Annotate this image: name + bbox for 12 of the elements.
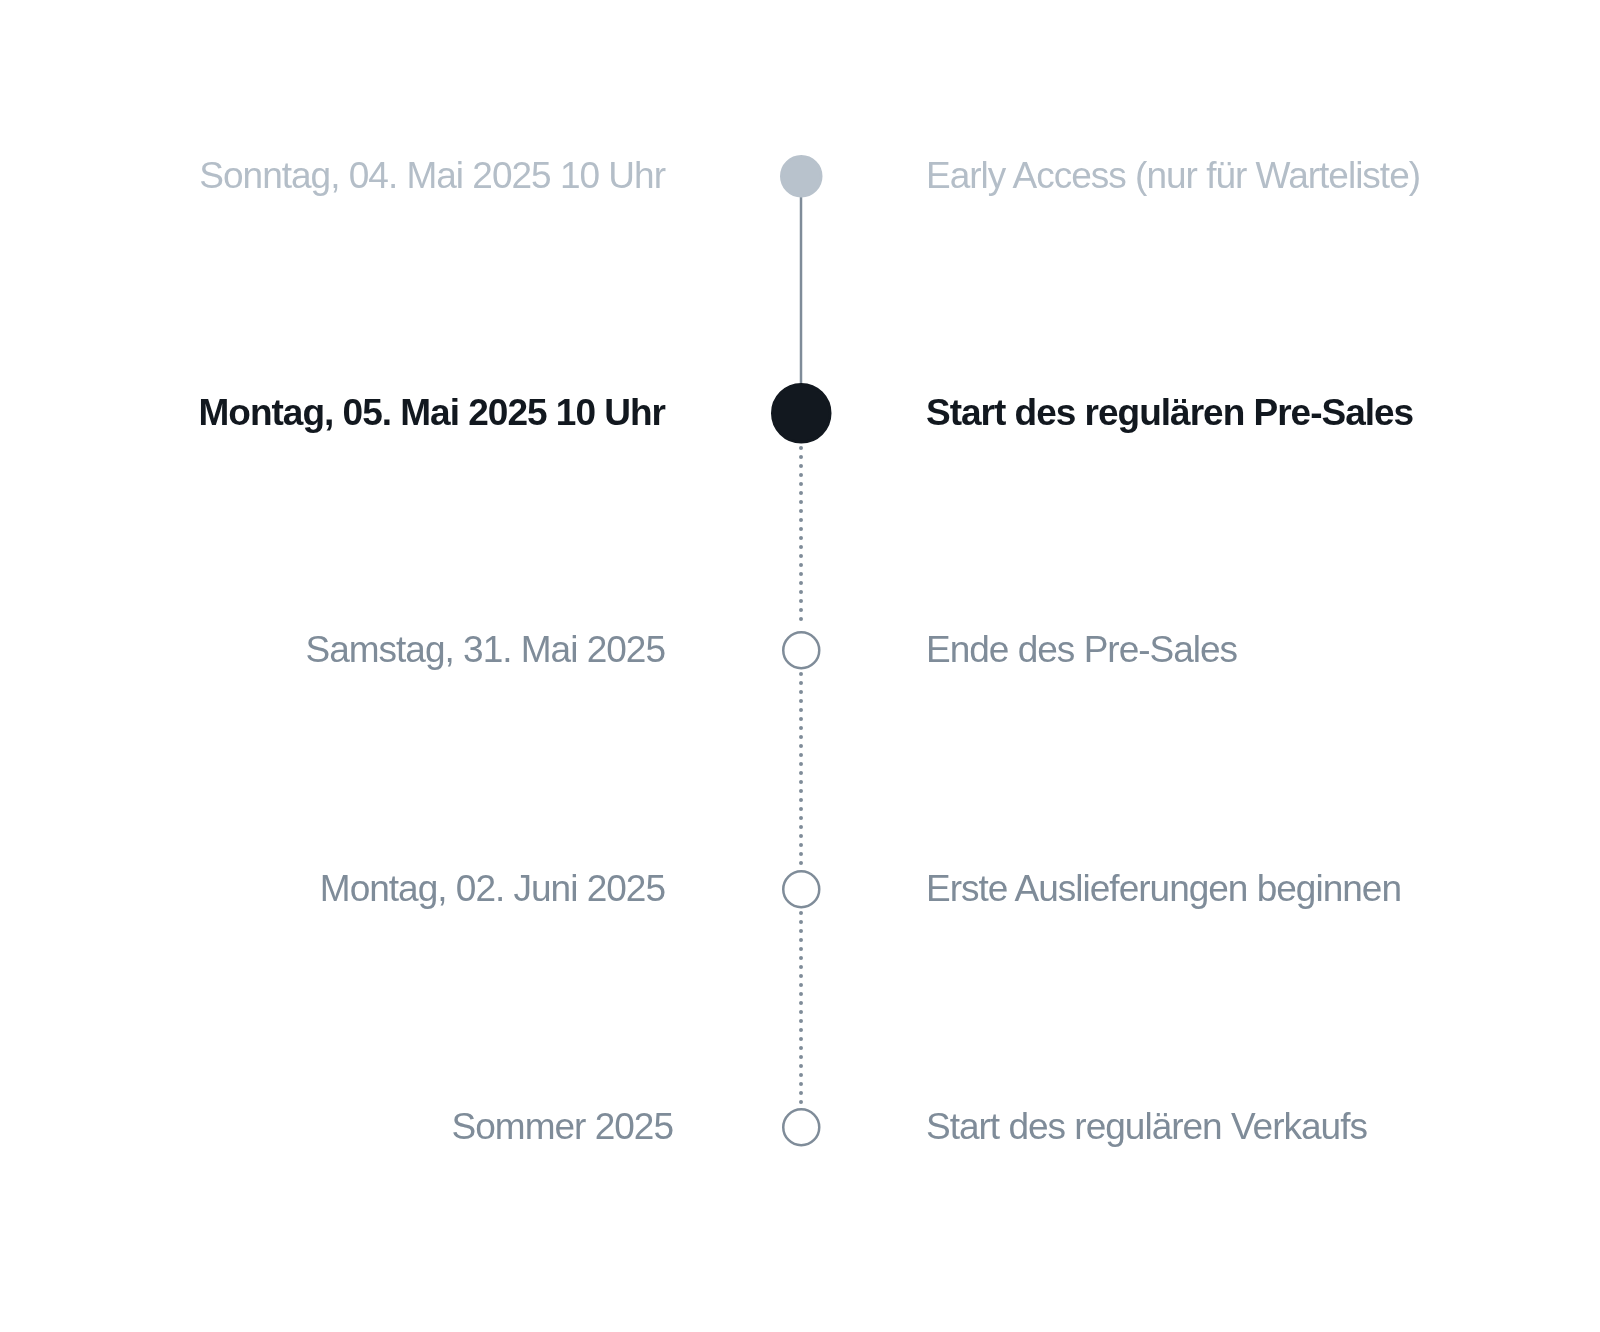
date-label: Sommer 2025 — [451, 1104, 673, 1149]
milestone-label: Early Access (nur für Warteliste) — [926, 153, 1421, 198]
milestone-label: Ende des Pre-Sales — [926, 627, 1238, 672]
date-label: Montag, 02. Juni 2025 — [319, 866, 665, 911]
dotted-connector — [799, 911, 803, 1107]
date-label: Montag, 05. Mai 2025 10 Uhr — [198, 390, 665, 435]
milestone-label: Erste Auslieferungen beginnen — [926, 866, 1401, 911]
milestone-label: Start des regulären Pre-Sales — [926, 390, 1414, 435]
timeline-line — [799, 196, 803, 384]
milestone-label: Start des regulären Verkaufs — [926, 1104, 1367, 1149]
date-label: Sonntag, 04. Mai 2025 10 Uhr — [199, 153, 665, 198]
date-label: Samstag, 31. Mai 2025 — [305, 627, 665, 672]
